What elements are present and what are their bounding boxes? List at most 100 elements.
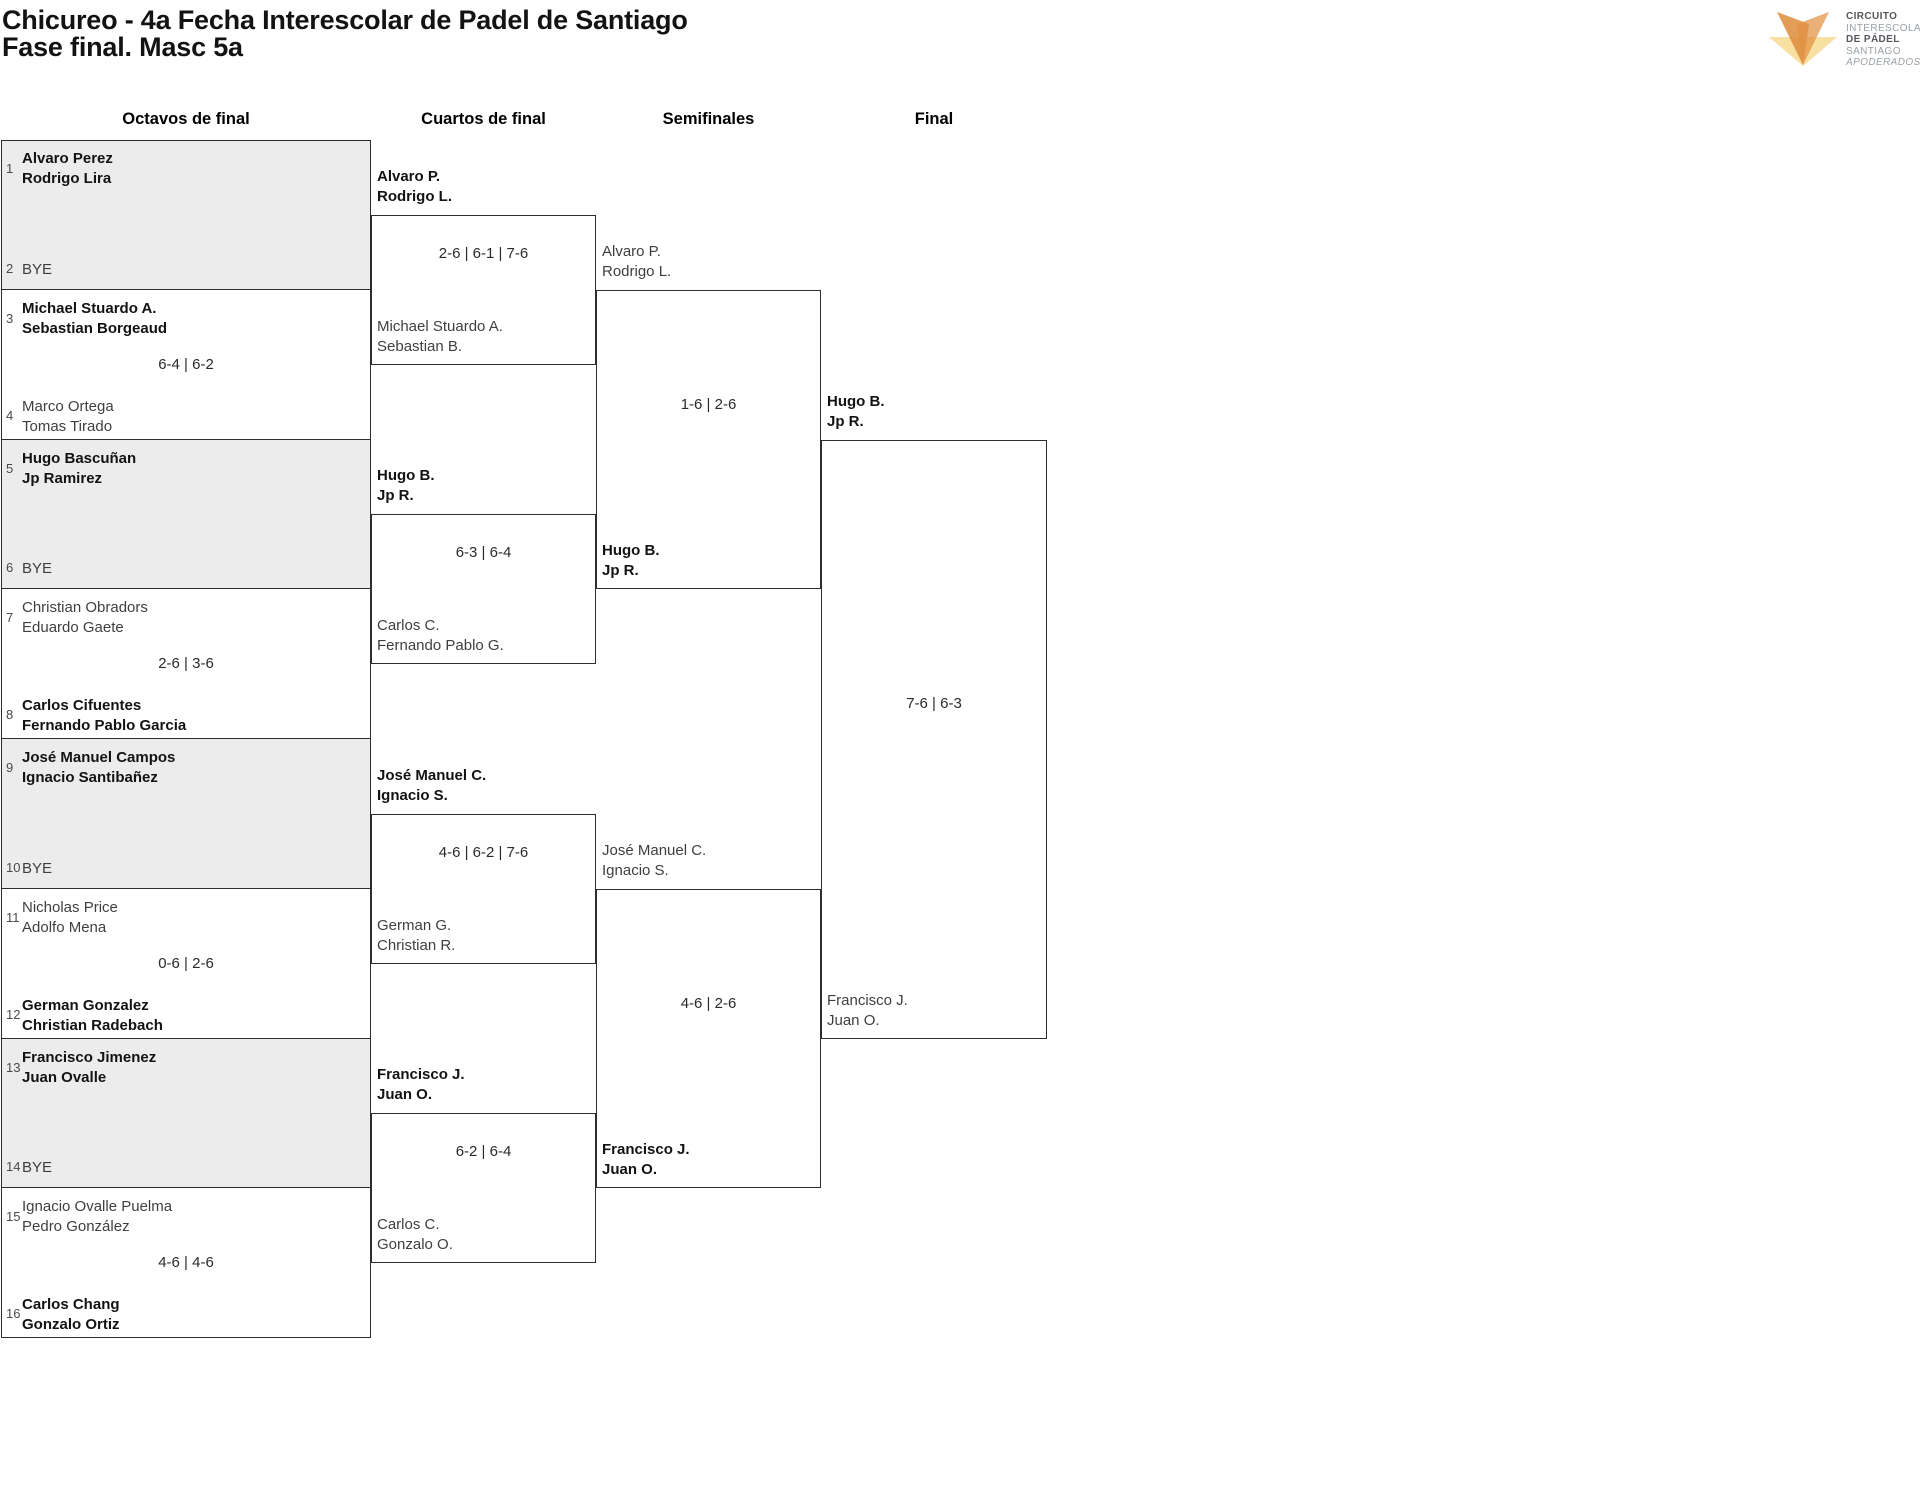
team-name: BYE	[22, 859, 52, 879]
team-name-line: Marco Ortega	[22, 397, 114, 415]
team-name: Alvaro P.Rodrigo L.	[377, 167, 452, 207]
team-name-line: Fernando Pablo Garcia	[22, 717, 187, 734]
team-name-line: Juan Ovalle	[22, 1068, 107, 1086]
team-name-line: Gonzalo O.	[377, 1236, 453, 1254]
team-name-line: José Manuel C.	[602, 841, 707, 859]
seed-number: 14	[6, 1159, 21, 1175]
team-name-line: Alvaro P.	[602, 242, 661, 260]
logo-line-santiago: SANTIAGO	[1846, 45, 1901, 57]
match-box-cuartos-3	[371, 813, 596, 964]
match-box-final-1	[821, 439, 1047, 1039]
team-name-line: Jp R.	[377, 487, 414, 505]
match-box-semifinales-1	[596, 289, 821, 590]
logo-line-apoderados: APODERADOS	[1846, 57, 1920, 68]
team-name: José Manuel C. Ignacio S.	[602, 841, 706, 881]
match-score: 7-6 | 6-3	[906, 694, 962, 712]
logo-wordmark: CIRCUITO INTERESCOLAR DE PÁDEL SANTIAGO …	[1846, 11, 1920, 69]
match-score: 6-4 | 6-2	[158, 355, 214, 373]
page-title: Chicureo - 4a Fecha Interescolar de Pade…	[2, 5, 688, 35]
match-box-octavos-8	[1, 1188, 371, 1338]
match-score: 6-3 | 6-4	[455, 544, 512, 562]
team-name: Hugo B. Jp R.	[377, 466, 435, 506]
team-name-line: Pedro González	[22, 1218, 130, 1236]
match-box-octavos-6	[1, 888, 371, 1039]
team-name-line: BYE	[22, 560, 53, 578]
team-name: José Manuel C.Ignacio S.	[377, 766, 486, 806]
seed-number: 15	[6, 1209, 21, 1225]
team-name: BYE	[22, 559, 52, 579]
seed-number: 4	[6, 407, 14, 423]
team-name-line: Eduardo Gaete	[22, 619, 124, 637]
team-name-line: Francisco J.	[602, 1141, 690, 1159]
team-name-line: Hugo B.	[602, 542, 660, 560]
match-score: 4-6 | 2-6	[680, 994, 737, 1012]
match-score: 2-6 | 3-6	[158, 655, 214, 673]
team-name: Hugo B. Jp R.	[602, 541, 660, 581]
team-name: Francisco J.Juan O.	[827, 991, 908, 1031]
team-name-line: Ignacio S.	[602, 861, 669, 879]
round-header-octavos: Octavos de final	[122, 110, 250, 128]
team-name-line: Jp R.	[827, 412, 864, 430]
team-name-line: Jp Ramirez	[22, 469, 103, 487]
team-name-line: José Manuel Campos	[22, 749, 176, 766]
team-name-line: Sebastian B.	[377, 337, 463, 355]
team-name-line: Hugo B.	[377, 467, 435, 485]
team-name-line: Francisco Jimenez	[22, 1048, 157, 1066]
match-box-octavos-1	[1, 140, 371, 290]
team-name-line: Alvaro Perez	[22, 150, 113, 167]
team-name: Michael Stuardo A. Sebastian B.	[377, 317, 503, 357]
team-name-line: Ignacio Santibañez	[22, 769, 158, 786]
tournament-logo: CIRCUITO INTERESCOLAR DE PÁDEL SANTIAGO …	[1766, 10, 1920, 72]
team-name: Francisco J.Juan O.	[377, 1065, 465, 1105]
team-name-line: José Manuel C.	[377, 766, 487, 784]
logo-right-blade	[1797, 12, 1829, 65]
team-name-line: BYE	[22, 260, 53, 278]
team-name-line: Michael Stuardo A.	[377, 317, 503, 335]
seed-number: 2	[6, 260, 14, 276]
team-name-line: German G.	[377, 916, 452, 934]
team-name-line: Rodrigo Lira	[22, 170, 112, 187]
match-score: 2-6 | 6-1 | 7-6	[438, 244, 529, 262]
team-name-line: Hugo B.	[827, 392, 885, 410]
match-box-octavos-7	[1, 1038, 371, 1189]
seed-number: 5	[6, 460, 14, 476]
team-name-line: Carlos C.	[377, 617, 440, 635]
team-name-line: Juan O.	[602, 1161, 658, 1179]
team-name-line: Christian Radebach	[22, 1016, 163, 1034]
team-name-line: Christian R.	[377, 936, 456, 954]
match-box-octavos-2	[1, 289, 371, 440]
team-name-line: Francisco J.	[377, 1066, 465, 1084]
seed-number: 8	[6, 707, 14, 722]
team-name-line: Tomas Tirado	[22, 417, 113, 435]
team-name: Francisco J. Juan O.	[602, 1140, 690, 1180]
seed-number: 12	[6, 1006, 21, 1022]
team-name: Carlos C.Gonzalo O.	[377, 1215, 453, 1255]
team-name-line: German Gonzalez	[22, 996, 149, 1014]
team-name-line: Carlos Chang	[22, 1296, 120, 1313]
team-name-line: Adolfo Mena	[22, 918, 107, 936]
team-name-line: Rodrigo L.	[602, 262, 672, 280]
seed-number: 7	[6, 610, 14, 626]
seed-number: 3	[6, 310, 14, 326]
logo-line-circuito: CIRCUITO	[1846, 11, 1898, 22]
team-name-line: Jp R.	[602, 562, 639, 580]
match-box-octavos-3	[1, 439, 371, 590]
match-score: 0-6 | 2-6	[158, 954, 214, 972]
team-name-line: Carlos Cifuentes	[22, 697, 142, 714]
team-name-line: BYE	[22, 859, 53, 877]
team-name-line: Juan O.	[827, 1011, 880, 1029]
seed-number: 13	[6, 1059, 21, 1075]
round-header-cuartos: Cuartos de final	[421, 110, 546, 128]
seed-number: 1	[6, 161, 14, 176]
match-box-octavos-4	[1, 589, 371, 739]
match-box-semifinales-2	[596, 888, 821, 1189]
